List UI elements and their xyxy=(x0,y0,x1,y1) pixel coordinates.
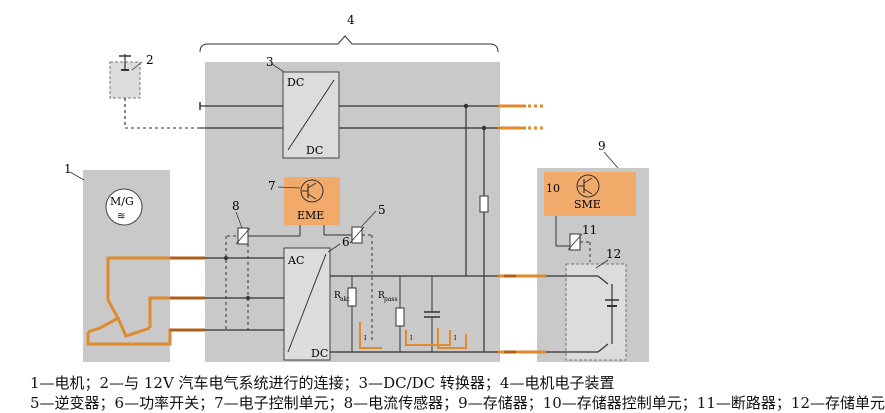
r-akt-label: R xyxy=(334,291,341,301)
resistor-r-pass: R pass xyxy=(378,276,405,352)
dcdc-converter: DC DC xyxy=(282,71,340,159)
dcdc-bottom-label: DC xyxy=(306,144,323,157)
label-11: 11 xyxy=(582,223,597,237)
label-6: 6 xyxy=(342,235,350,249)
r-pass-label: R xyxy=(378,291,385,301)
label-2: 2 xyxy=(146,53,154,67)
current-label-3: I xyxy=(454,335,457,342)
figure-caption-line-2: 5—逆变器；6—功率开关；7—电子控制单元；8—电流传感器；9—存储器；10—存… xyxy=(30,394,885,412)
current-sensor-right xyxy=(340,226,373,342)
figure-caption-line-1: 1—电机；2—与 12V 汽车电气系统进行的连接；3—DC/DC 转换器；4—电… xyxy=(30,374,615,392)
inverter-dc-label: DC xyxy=(311,347,328,360)
label-8: 8 xyxy=(232,199,240,213)
inverter-ac-label: AC xyxy=(287,254,304,267)
motor-electronics-panel xyxy=(199,35,500,362)
label-12: 12 xyxy=(606,247,621,261)
mg-symbol: ≋ xyxy=(117,211,125,222)
inverter: AC DC xyxy=(283,247,331,361)
eme-label: EME xyxy=(297,209,324,222)
current-paths-orange xyxy=(359,322,467,349)
label-10: 10 xyxy=(546,182,560,195)
eme-control-unit: EME xyxy=(284,177,340,225)
dcdc-top-label: DC xyxy=(287,76,304,89)
r-pass-sub: pass xyxy=(384,296,398,303)
current-label-2: I xyxy=(410,335,413,342)
capacitor xyxy=(424,276,440,352)
label-7: 7 xyxy=(268,179,276,193)
motor-windings xyxy=(86,256,205,346)
motor-generator-panel: M/G ≋ xyxy=(83,170,170,362)
resistor-r-akt: R akt xyxy=(334,276,357,352)
storage-cell xyxy=(546,263,627,361)
r-akt-sub: akt xyxy=(340,296,350,303)
label-5: 5 xyxy=(378,203,386,217)
battery-12v xyxy=(109,54,143,128)
mg-label: M/G xyxy=(110,195,134,208)
dc-link-orange xyxy=(498,274,546,354)
current-label-1: I xyxy=(364,335,367,342)
output-wires-orange xyxy=(498,104,546,130)
label-4: 4 xyxy=(347,13,355,27)
hybrid-power-electronics-diagram: 2 4 DC DC 3 EME 7 xyxy=(64,13,649,362)
label-1: 1 xyxy=(64,162,72,176)
label-3: 3 xyxy=(266,55,274,69)
label-9: 9 xyxy=(598,139,606,153)
sme-label: SME xyxy=(574,198,601,211)
breaker xyxy=(555,216,591,262)
